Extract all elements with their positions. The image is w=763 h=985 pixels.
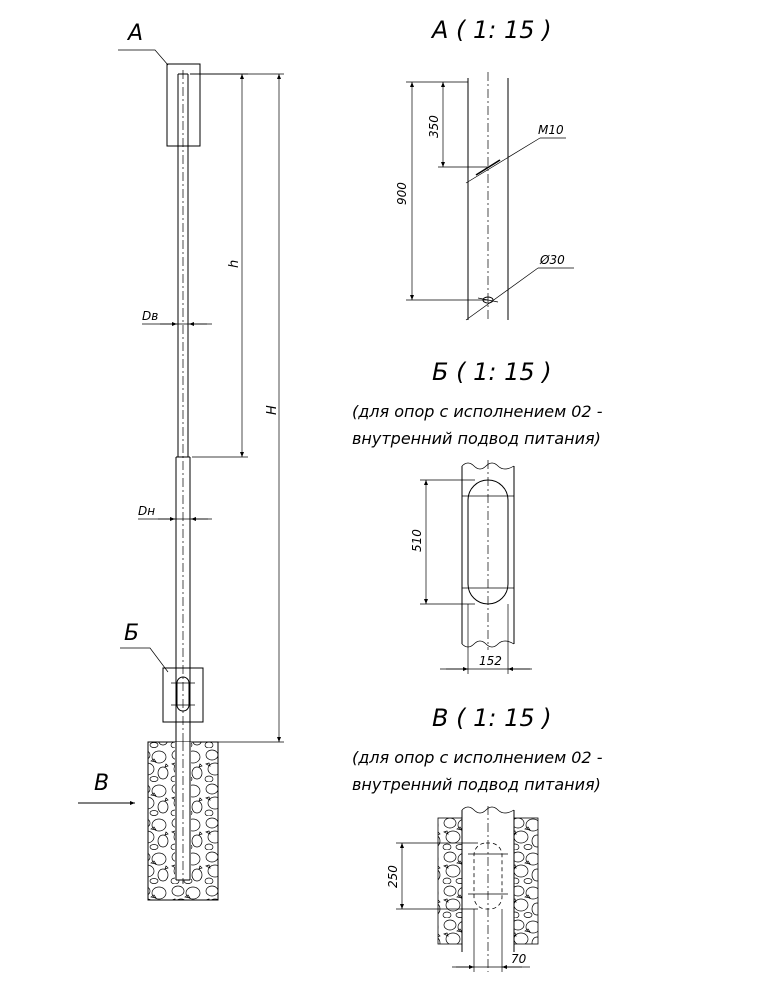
thread-m10: М10 [538,123,564,137]
foundation-right-wall [513,817,539,945]
dim-900: 900 [395,182,409,205]
detail-v-note-1: (для опор с исполнением 02 - [352,748,603,767]
view-v-label: В [94,771,109,796]
dim-70: 70 [511,952,527,966]
detail-a: А ( 1: 15 ) 900 350 М10 Ø30 [395,16,574,322]
cable-entry-opening [473,842,503,910]
dim-510: 510 [410,529,424,552]
detail-v: В ( 1: 15 ) (для опор с исполнением 02 -… [352,704,603,972]
detail-b-title: Б ( 1: 15 ) [432,358,552,386]
callout-b-label: Б [124,621,139,646]
diameter-30: Ø30 [539,253,565,267]
service-opening [176,676,190,712]
dim-dn-label: Dн [138,504,155,518]
main-view: А h H Dв Dн Б [78,21,284,901]
detail-v-title: В ( 1: 15 ) [432,704,552,732]
detail-b-note-2: внутренний подвод питания) [352,429,601,448]
dim-H-label: H [265,405,280,415]
callout-a-leader [118,49,169,66]
detail-b-frame [162,667,204,723]
dim-dv-label: Dв [142,309,158,323]
detail-v-note-2: внутренний подвод питания) [352,775,601,794]
callout-a-label: А [126,21,143,46]
detail-b-note-1: (для опор с исполнением 02 - [352,402,603,421]
slot-opening [467,479,509,605]
m10-hole [475,159,501,176]
detail-a-frame [166,63,201,147]
foundation-left-wall [437,817,463,945]
dim-350: 350 [427,115,441,138]
detail-a-title: А ( 1: 15 ) [430,16,552,44]
callout-b-leader [120,647,169,673]
dim-152: 152 [479,654,502,668]
dim-250: 250 [386,865,400,888]
detail-b: Б ( 1: 15 ) (для опор с исполнением 02 -… [352,358,603,674]
dim-h-label: h [227,260,242,268]
